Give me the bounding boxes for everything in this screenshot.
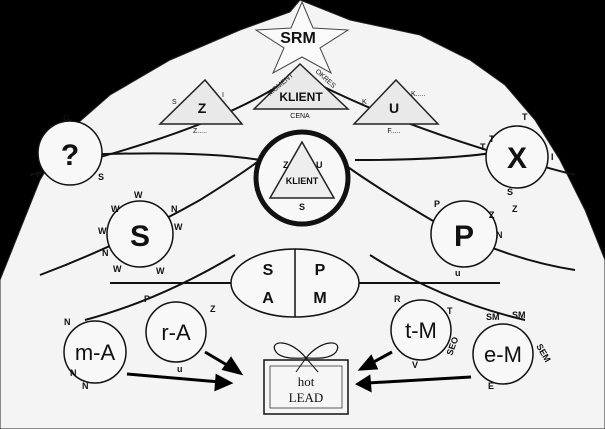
u-triangle-label: U (389, 100, 399, 116)
x-t2: T (480, 142, 486, 152)
spam-m: M (313, 290, 326, 307)
s-node: S W W W N W W W N (98, 190, 183, 276)
gift-line1: hot (298, 374, 315, 389)
z-triangle-left: S (172, 99, 177, 106)
em-letter-3: E (488, 381, 494, 391)
x-z: Z (512, 204, 518, 214)
s-letter-4: W (113, 264, 122, 274)
klient-circle: KLIENT Z U S (253, 129, 351, 227)
p-label: P (454, 220, 474, 253)
ra-letter-2: u (177, 364, 183, 374)
z-triangle-bottom: Z..... (193, 128, 207, 135)
s-label: S (130, 220, 150, 253)
spam-ellipse: S P A M (230, 248, 360, 318)
arrows (126, 350, 472, 393)
s-letter-0: W (134, 190, 143, 200)
s-letter-6: W (174, 222, 183, 232)
srm-label: SRM (280, 30, 316, 47)
question-label: ? (61, 139, 79, 172)
u-triangle-bottom: F..... (387, 128, 400, 135)
tm-letter-0: R (394, 294, 401, 304)
p-letter-0: P (434, 199, 440, 209)
x-i: I (551, 152, 554, 162)
s-letter-2: W (98, 226, 107, 236)
ma-node: m-A N N N (63, 317, 127, 391)
ra-label: r-A (161, 320, 191, 345)
gift-line2: LEAD (289, 390, 324, 405)
cena-label: CENA (290, 113, 310, 120)
em-letter-2: SM (512, 310, 526, 320)
u-triangle-right: K..... (411, 91, 425, 98)
s-letter-5: W (156, 266, 165, 276)
s-letter-7: N (171, 204, 178, 214)
x-node: X T T T S Z I (480, 112, 554, 214)
srm-star: SRM (254, 0, 350, 75)
spam-p: P (315, 262, 326, 279)
s-letter-1: W (111, 204, 120, 214)
klient-circle-u: U (316, 160, 323, 170)
question-g: G (63, 113, 70, 123)
tm-label: t-M (405, 318, 437, 343)
z-triangle-label: Z (198, 100, 207, 116)
p-letter-2: N (496, 230, 503, 240)
spam-s: S (263, 262, 274, 279)
klient-circle-z: Z (283, 160, 289, 170)
klient-label: KLIENT (279, 90, 323, 104)
x-label: X (507, 142, 527, 175)
p-letter-3: u (455, 268, 461, 278)
klient-circle-s: S (299, 202, 305, 212)
x-s: S (507, 187, 513, 197)
ma-letter-2: N (82, 381, 89, 391)
s-letter-3: N (102, 248, 109, 258)
em-letter-0: SM (486, 312, 500, 322)
ra-letter-0: P (144, 294, 150, 304)
x-t1: T (522, 112, 528, 122)
tm-node: t-M R T SEO V (390, 294, 460, 370)
ma-letter-0: N (64, 317, 71, 327)
x-t3: T (489, 134, 495, 144)
u-triangle-left: K (362, 99, 367, 106)
em-label: e-M (484, 342, 522, 367)
em-node: e-M SM SEM SM E (472, 310, 553, 391)
gift-box: hot LEAD (263, 342, 349, 415)
ra-letter-1: Z (210, 304, 216, 314)
klient-circle-label: KLIENT (286, 176, 319, 186)
p-letter-1: Z (489, 210, 495, 220)
question-node: ? G P S (36, 113, 104, 186)
p-node: P P Z N u (430, 199, 503, 278)
tm-letter-1: T (447, 306, 453, 316)
z-triangle-right: I (222, 92, 224, 99)
tm-letter-3: V (412, 360, 418, 370)
ma-label: m-A (75, 340, 116, 365)
ma-letter-1: N (70, 368, 77, 378)
u-triangle: U K K..... F..... (352, 78, 440, 135)
z-triangle: Z S I Z..... (158, 78, 244, 135)
ra-node: r-A P Z u (144, 294, 216, 374)
question-p: P (36, 170, 42, 180)
spam-a: A (262, 290, 274, 307)
question-s: S (98, 172, 104, 182)
